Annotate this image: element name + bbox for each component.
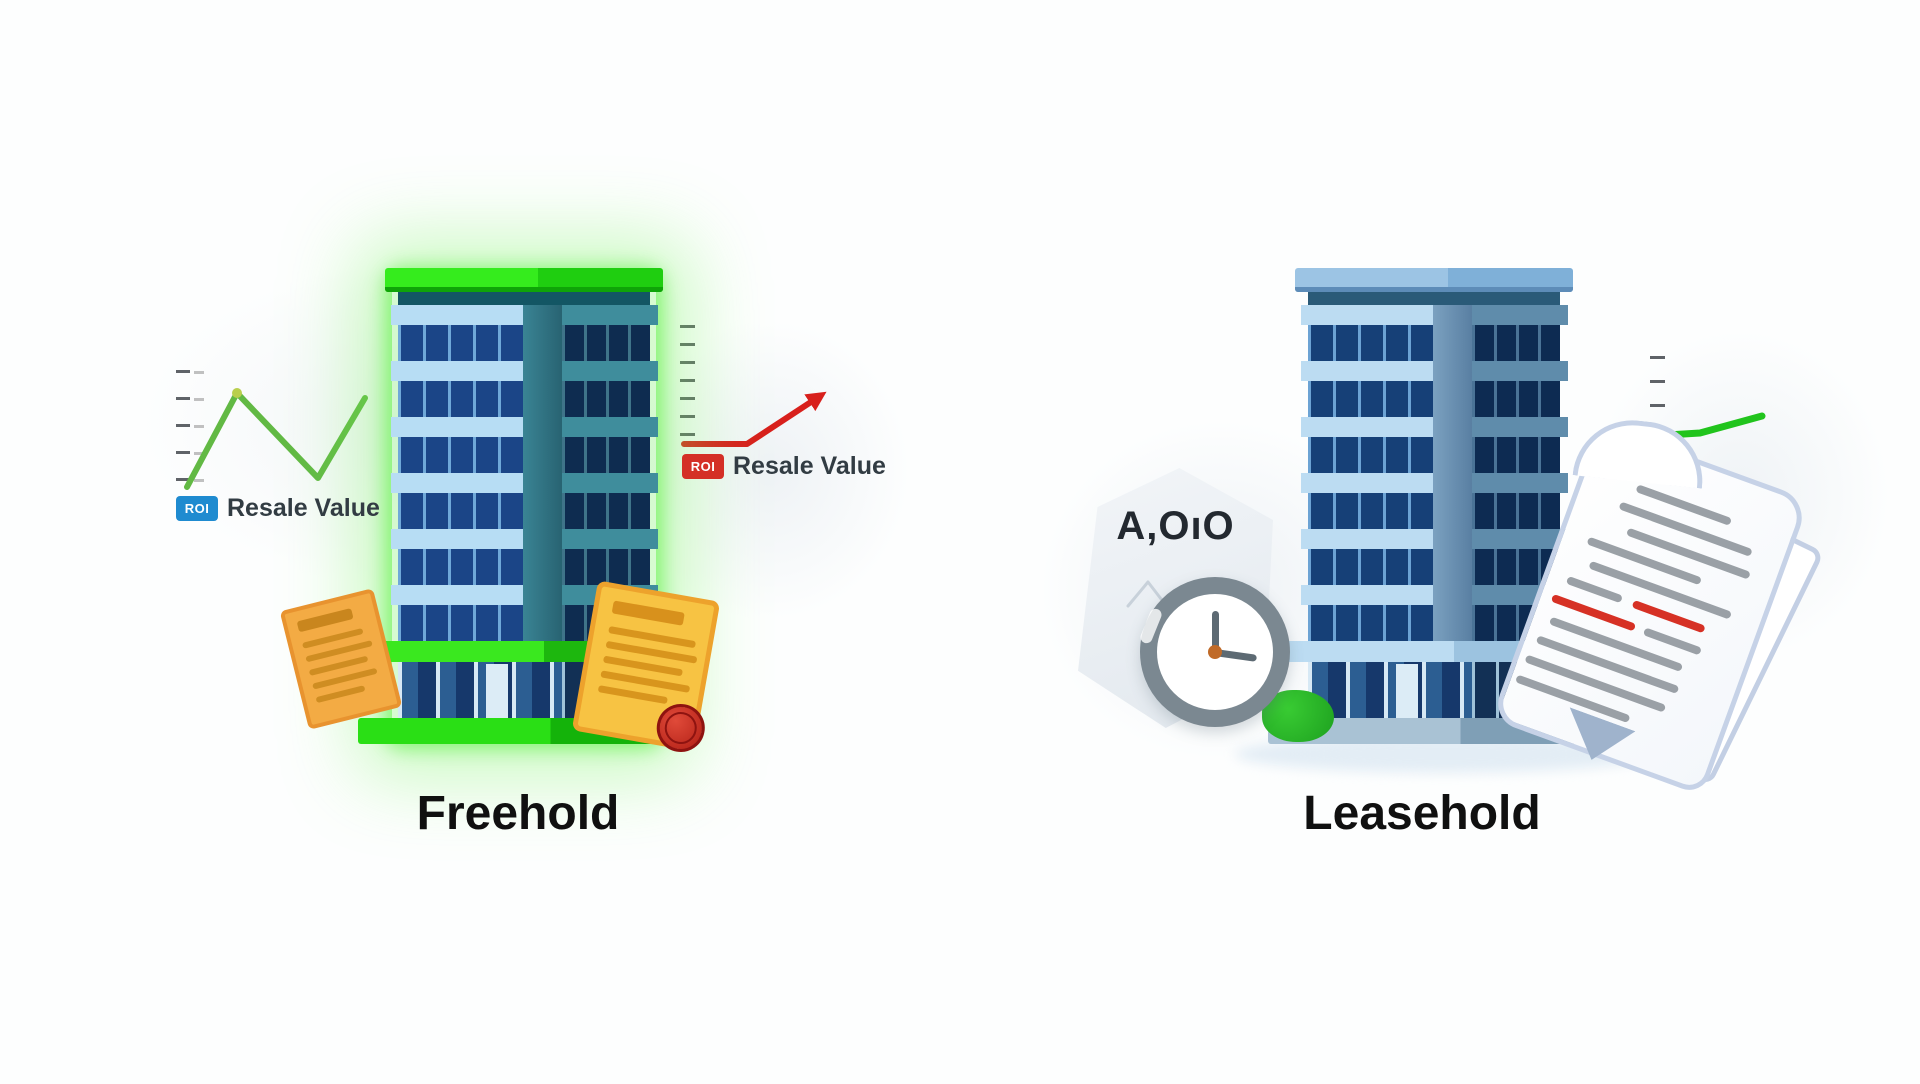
document-heading-line [611, 600, 685, 626]
roi-badge-blue: ROI [176, 496, 218, 521]
building-front-face [391, 305, 523, 641]
leasehold-caption: Leasehold [1303, 787, 1541, 840]
title-deed-document-icon [571, 580, 721, 756]
resale-value-label-left: ROI Resale Value [176, 494, 380, 523]
red-chart-line [681, 391, 827, 447]
green-volatile-line-chart-icon [184, 388, 368, 490]
bush-icon [1262, 690, 1334, 742]
roi-badge-red: ROI [682, 454, 724, 479]
axis-ticks [1650, 356, 1665, 420]
building-ground-floor [1308, 662, 1472, 718]
document-icon [279, 588, 403, 730]
building-eave [1308, 292, 1560, 305]
seal-icon [652, 700, 709, 756]
document-heading-line [296, 608, 354, 633]
building-eave [398, 292, 650, 305]
building-door [486, 664, 508, 718]
building-roof [385, 268, 663, 292]
green-chart-line [184, 390, 368, 490]
building-ground-floor [398, 662, 562, 718]
axis-ticks [176, 370, 190, 512]
chart-peak-dot [232, 388, 242, 398]
building-roof [1295, 268, 1573, 292]
axis-tick-labels [194, 371, 204, 513]
freehold-caption: Freehold [416, 787, 620, 840]
building-door [1396, 664, 1418, 718]
resale-value-text: Resale Value [733, 452, 886, 480]
clock-center-dot [1208, 645, 1222, 659]
text-line [315, 685, 366, 704]
clock-minute-hand [1212, 611, 1219, 654]
building-mid-band [1274, 641, 1564, 662]
axis-ticks [680, 325, 695, 447]
resale-value-label-right: ROI Resale Value [682, 452, 886, 481]
building-front-face [1301, 305, 1433, 641]
background-blob [630, 320, 910, 620]
freehold-building [358, 268, 690, 744]
clock-icon [1138, 577, 1290, 727]
resale-value-text: Resale Value [227, 494, 380, 522]
plaque-text: A,OıO [1116, 504, 1235, 548]
building-mid-band [364, 641, 654, 662]
red-arrow-chart-icon [681, 391, 827, 447]
text-line [597, 685, 668, 705]
